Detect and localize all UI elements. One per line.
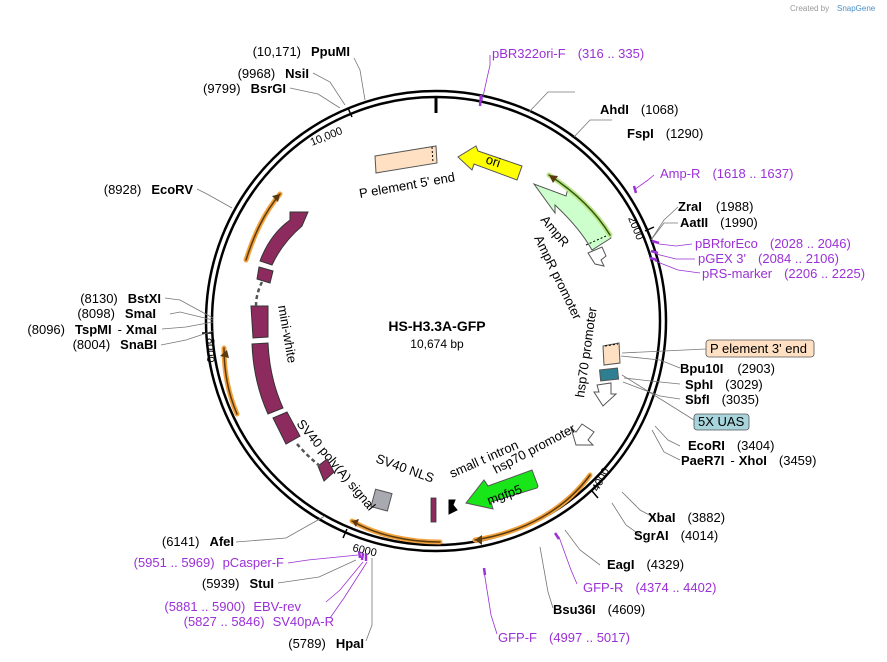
hsp70-promoter-feature-b[interactable]	[570, 423, 595, 446]
primer-pcasper-f[interactable]: (5951 .. 5969)pCasper-F	[134, 555, 284, 570]
site-bsrgi[interactable]: (9799)BsrGI	[203, 81, 286, 96]
tick-6000: 6000	[351, 542, 378, 559]
site-bstxi[interactable]: (8130)BstXI	[80, 291, 161, 306]
uas-feature[interactable]	[598, 367, 620, 382]
tick-8000: 8000	[204, 338, 216, 362]
primer-pbrforeco[interactable]: pBRforEco(2028 .. 2046)	[695, 236, 851, 251]
primer-gfp-r[interactable]: GFP-R(4374 .. 4402)	[583, 580, 716, 595]
mgfp5-feature[interactable]	[465, 469, 539, 510]
mini-white-feature[interactable]	[250, 211, 335, 482]
site-sbfi[interactable]: SbfI(3035)	[685, 392, 759, 407]
site-xbai[interactable]: XbaI(3882)	[648, 510, 725, 525]
site-bsu36i[interactable]: Bsu36I(4609)	[553, 602, 645, 617]
sv40-nls-feature[interactable]	[370, 488, 393, 512]
site-smai[interactable]: (8098)SmaI	[77, 306, 156, 321]
sv40-nls-label: SV40 NLS	[374, 451, 436, 486]
site-zrai[interactable]: ZraI(1988)	[678, 199, 753, 214]
ori-label: ori	[484, 152, 502, 171]
site-sgrai[interactable]: SgrAI(4014)	[634, 528, 718, 543]
site-tspmi-xmai[interactable]: (8096)TspMI-XmaI	[27, 322, 157, 337]
primer-prs-marker[interactable]: pRS-marker(2206 .. 2225)	[702, 266, 865, 281]
primer-ebv-rev[interactable]: (5881 .. 5900)EBV-rev	[164, 599, 301, 614]
credit-prefix: Created by	[790, 4, 829, 13]
orf-arrowheads	[220, 175, 558, 545]
site-snabi[interactable]: (8004)SnaBI	[73, 337, 157, 352]
p-element-3-leader	[621, 348, 707, 354]
site-ecorv[interactable]: (8928)EcoRV	[104, 182, 194, 197]
ampr-promoter-feature[interactable]	[587, 246, 607, 267]
sv40-nls-mark[interactable]	[430, 497, 437, 523]
primer-sv40pa-r[interactable]: (5827 .. 5846)SV40pA-R	[184, 614, 334, 629]
tick-10000: 10,000	[309, 125, 345, 149]
site-nsii[interactable]: (9968)NsiI	[238, 66, 309, 81]
primer-pbr322ori-f[interactable]: pBR322ori-F(316 .. 335)	[492, 46, 644, 61]
tick-4000: 4000	[590, 466, 612, 493]
plasmid-length: 10,674 bp	[410, 337, 464, 351]
ruler	[202, 107, 655, 539]
p-element-5-marker	[431, 146, 434, 164]
site-hpai[interactable]: (5789)HpaI	[288, 636, 364, 651]
primer-marks	[357, 94, 660, 576]
primer-gfp-f[interactable]: GFP-F(4997 .. 5017)	[498, 630, 630, 645]
site-ppumi[interactable]: (10,171)PpuMI	[253, 44, 350, 59]
site-paer7i-xhoi[interactable]: PaeR7I-XhoI(3459)	[681, 453, 816, 468]
backbone-outer	[204, 89, 668, 553]
site-stui[interactable]: (5939)StuI	[202, 576, 274, 591]
site-sphi[interactable]: SphI(3029)	[685, 377, 763, 392]
site-eagi[interactable]: EagI(4329)	[607, 557, 684, 572]
site-aatii[interactable]: AatII(1990)	[680, 215, 758, 230]
sites-left: (10,171)PpuMI (9968)NsiI (9799)BsrGI (89…	[27, 44, 364, 651]
p-element-5-feature[interactable]	[374, 145, 438, 174]
p-element-3-box[interactable]	[705, 339, 815, 358]
credit-brand[interactable]: SnapGene	[837, 4, 876, 13]
uas-leader	[621, 374, 695, 421]
plasmid-name: HS-H3.3A-GFP	[388, 318, 485, 334]
p-element-5-label: P element 5' end	[358, 169, 456, 201]
ori-feature[interactable]	[457, 145, 523, 181]
p-element-3-feature[interactable]	[602, 342, 621, 366]
site-fspi[interactable]: FspI(1290)	[627, 126, 703, 141]
hsp70-promoter-feature-a[interactable]	[593, 382, 618, 407]
site-ecori[interactable]: EcoRI(3404)	[688, 438, 774, 453]
mini-white-connectors	[254, 281, 321, 467]
primer-leader-lines	[287, 55, 701, 635]
leader-lines	[160, 57, 681, 642]
sites-right: AhdI(1068) FspI(1290) ZraI(1988) AatII(1…	[553, 102, 816, 617]
uas-label: 5X UAS	[698, 414, 745, 429]
primer-amp-r[interactable]: Amp-R(1618 .. 1637)	[660, 166, 793, 181]
p-element-3-label: P element 3' end	[710, 341, 807, 356]
sv40-polya-label: SV40 poly(A) signal	[294, 416, 379, 513]
primers: pBR322ori-F(316 .. 335) Amp-R(1618 .. 16…	[134, 46, 865, 645]
primer-pgex3[interactable]: pGEX 3'(2084 .. 2106)	[698, 251, 839, 266]
mini-white-label: mini-white	[275, 304, 300, 364]
small-t-intron-feature[interactable]	[448, 499, 458, 515]
site-bpu10i[interactable]: Bpu10I(2903)	[680, 361, 775, 376]
site-ahdi[interactable]: AhdI(1068)	[600, 102, 678, 117]
uas-box[interactable]	[693, 413, 750, 431]
site-afei[interactable]: (6141)AfeI	[162, 534, 234, 549]
